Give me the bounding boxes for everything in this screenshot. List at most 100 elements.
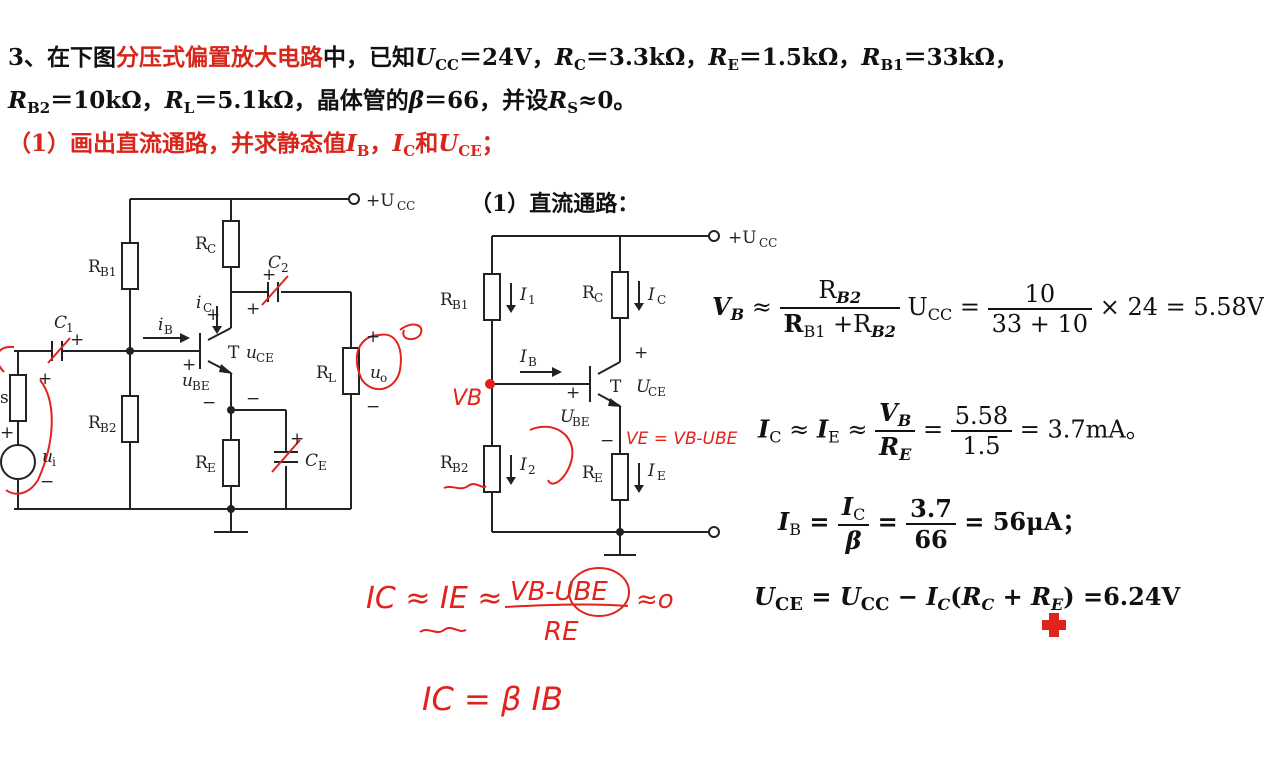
svg-text:+: + xyxy=(262,265,276,285)
ucc-value: 24V xyxy=(481,44,532,71)
svg-text:C: C xyxy=(657,293,666,307)
svg-text:U: U xyxy=(636,377,651,397)
svg-text:+: + xyxy=(634,343,648,363)
rs-value: ≈0。 xyxy=(578,87,637,114)
right-circuit-wires xyxy=(491,235,710,556)
svg-text:E: E xyxy=(207,461,216,475)
svg-text:+: + xyxy=(0,423,14,443)
base-node xyxy=(126,347,134,355)
re-resistor-dc xyxy=(611,453,629,501)
svg-text:B: B xyxy=(528,355,537,369)
svg-text:+: + xyxy=(182,355,196,375)
svg-text:u: u xyxy=(370,363,381,383)
rb1-value: 33kΩ xyxy=(926,44,996,71)
svg-text:I: I xyxy=(647,461,655,481)
svg-text:I: I xyxy=(647,285,655,305)
svg-text:−: − xyxy=(600,431,614,451)
svg-text:L: L xyxy=(328,371,336,385)
svg-text:R: R xyxy=(582,463,596,483)
svg-text:u: u xyxy=(182,371,193,391)
svg-text:BE: BE xyxy=(192,379,210,393)
svg-text:E: E xyxy=(657,469,666,483)
svg-text:+: + xyxy=(70,330,84,350)
problem-statement: 3、在下图分压式偏置放大电路中，已知UCC＝24V，RC＝3.3kΩ，RE＝1.… xyxy=(8,40,1208,169)
svg-text:B1: B1 xyxy=(100,265,116,279)
svg-text:+: + xyxy=(38,369,52,389)
svg-text:C: C xyxy=(305,451,318,471)
svg-text:+U: +U xyxy=(728,228,757,248)
svg-text:CC: CC xyxy=(397,199,415,213)
svg-text:+: + xyxy=(206,305,220,325)
svg-text:U: U xyxy=(560,407,575,427)
svg-text:+U: +U xyxy=(366,191,395,211)
svg-text:T: T xyxy=(228,343,240,363)
hw-eq1-lhs: IC ≈ IE ≈ xyxy=(366,581,502,616)
svg-text:I: I xyxy=(519,455,527,475)
svg-text:B2: B2 xyxy=(452,461,468,475)
rb1-resistor xyxy=(121,242,139,290)
svg-text:i: i xyxy=(196,293,201,313)
rb2-resistor xyxy=(121,395,139,443)
beta-value: 66 xyxy=(447,87,480,114)
hw-eq1-den: RE xyxy=(544,617,579,647)
svg-text:C: C xyxy=(54,313,67,333)
hw-eq1-num: VB-UBE xyxy=(510,577,608,607)
hw-eq1-tail: ≈o xyxy=(636,585,674,615)
hw-eq2: IC = β IB xyxy=(422,680,563,718)
svg-text:B1: B1 xyxy=(452,298,468,312)
svg-text:s: s xyxy=(0,388,9,408)
left-circuit-wires xyxy=(0,198,352,533)
pen-cursor-icon xyxy=(1042,613,1066,637)
svg-text:+: + xyxy=(566,383,580,403)
svg-text:I: I xyxy=(519,285,527,305)
svg-text:1: 1 xyxy=(528,293,536,307)
rc-resistor xyxy=(222,220,240,268)
question-1: （1）画出直流通路，并求静态值IB，IC和UCE； xyxy=(8,130,505,160)
svg-text:+: + xyxy=(290,429,304,449)
svg-text:R: R xyxy=(88,257,102,277)
svg-text:B2: B2 xyxy=(100,421,116,435)
svg-text:u: u xyxy=(42,447,53,467)
re-value: 1.5kΩ xyxy=(761,44,839,71)
svg-text:i: i xyxy=(158,315,163,335)
rb2-value: 10kΩ xyxy=(73,87,142,114)
svg-text:R: R xyxy=(195,234,209,254)
svg-text:C: C xyxy=(203,301,212,315)
rc-value: 3.3kΩ xyxy=(608,44,686,71)
svg-text:CE: CE xyxy=(648,385,666,399)
svg-text:CE: CE xyxy=(256,351,274,365)
svg-text:i: i xyxy=(52,455,56,469)
circuit-name: 分压式偏置放大电路 xyxy=(116,44,324,71)
svg-text:R: R xyxy=(316,363,330,383)
hw-ve: VE = VB-UBE xyxy=(626,429,738,449)
svg-text:R: R xyxy=(440,290,454,310)
svg-text:2: 2 xyxy=(528,463,536,477)
svg-text:C: C xyxy=(594,291,603,305)
svg-text:R: R xyxy=(195,453,209,473)
svg-text:−: − xyxy=(202,393,216,413)
svg-text:+: + xyxy=(246,299,260,319)
svg-text:+: + xyxy=(366,327,380,347)
dc-path-title: （1）直流通路： xyxy=(470,191,640,217)
rc-resistor-dc xyxy=(611,271,629,319)
svg-text:T: T xyxy=(610,377,622,397)
svg-text:1: 1 xyxy=(66,321,74,335)
svg-text:−: − xyxy=(366,397,380,417)
svg-text:I: I xyxy=(519,347,527,367)
svg-text:C: C xyxy=(268,253,281,273)
svg-text:−: − xyxy=(246,389,260,409)
hw-vb: VB xyxy=(452,386,482,411)
svg-text:o: o xyxy=(380,371,387,385)
svg-text:−: − xyxy=(40,472,54,492)
problem-line-2: RB2＝10kΩ，RL＝5.1kΩ，晶体管的β＝66，并设RS≈0。 xyxy=(8,87,637,117)
handwritten-notes: VB VE = VB-UBE IC ≈ IE ≈ VB-UBE ≈o RE IC… xyxy=(366,386,738,718)
svg-text:R: R xyxy=(88,413,102,433)
left-circuit-labels: +U CC R B1 R B2 R C R E R L C 1 C 2 C E … xyxy=(0,191,415,492)
svg-text:B: B xyxy=(164,323,173,337)
problem-line-1: 3、在下图分压式偏置放大电路中，已知UCC＝24V，RC＝3.3kΩ，RE＝1.… xyxy=(8,44,1019,74)
svg-text:C: C xyxy=(207,242,216,256)
vb-node-marker xyxy=(485,379,495,389)
svg-text:E: E xyxy=(594,471,603,485)
